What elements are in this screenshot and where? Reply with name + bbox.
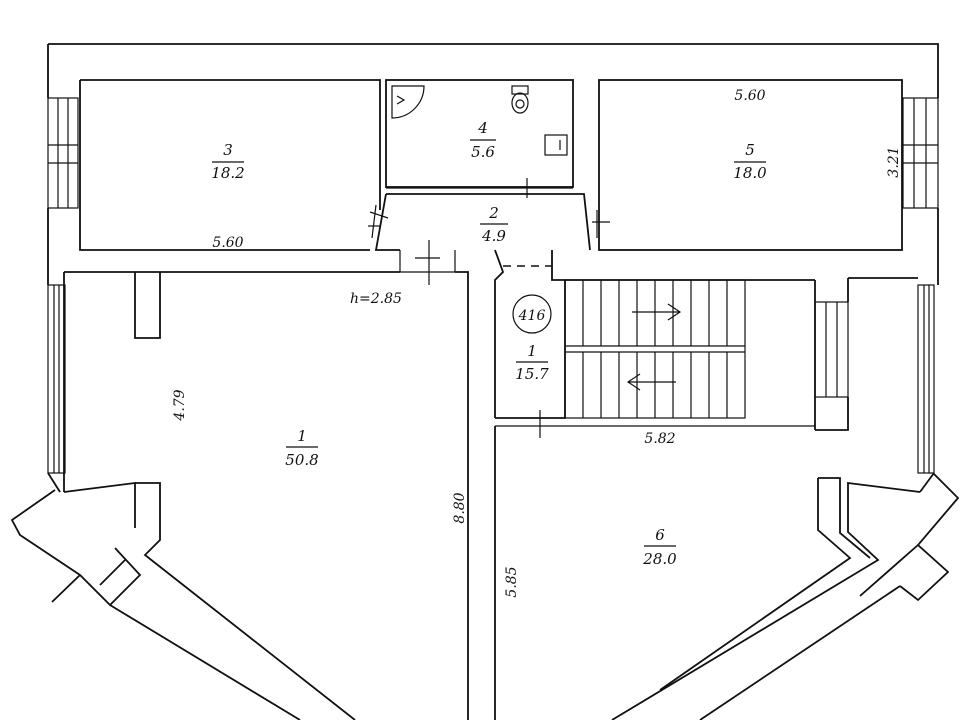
hall-area: 50.8 xyxy=(285,451,318,469)
window-left-upper xyxy=(47,97,79,209)
dim-room5-depth: 3.21 xyxy=(886,146,902,177)
room-5-number: 5 xyxy=(745,141,755,159)
room-6-area: 28.0 xyxy=(642,550,677,568)
room-5-area: 18.0 xyxy=(733,164,767,182)
window-right-lower xyxy=(917,284,935,474)
outer-walls xyxy=(47,43,939,493)
label-room-2: 2 4.9 xyxy=(480,204,508,245)
room-1-hall xyxy=(10,271,469,720)
label-hall: 1 50.8 xyxy=(285,427,318,469)
room-6 xyxy=(494,426,960,720)
room-2 xyxy=(369,193,610,285)
sink-icon xyxy=(544,134,568,156)
dim-hall-depth: 4.79 xyxy=(172,389,188,421)
dim-room6-depth: 5.85 xyxy=(504,566,520,597)
stair-arrow-icon xyxy=(626,303,682,391)
stairhall-number: 1 xyxy=(527,342,537,360)
window-stair xyxy=(814,301,849,398)
window-left-lower xyxy=(47,284,66,474)
room-3-number: 3 xyxy=(223,141,233,159)
label-stairhall: 1 15.7 xyxy=(515,342,549,383)
label-room-4: 4 5.6 xyxy=(470,119,496,161)
dim-room3-width: 5.60 xyxy=(212,235,243,251)
dim-ceiling-height: h=2.85 xyxy=(350,291,402,307)
staircase xyxy=(564,277,918,431)
dim-room6-width: 5.82 xyxy=(644,431,675,447)
hall-number: 1 xyxy=(297,427,307,445)
dim-room5-width: 5.60 xyxy=(734,88,765,104)
room-2-area: 4.9 xyxy=(481,227,506,245)
door-swing-icon xyxy=(391,85,425,119)
floor-marker xyxy=(512,294,552,334)
room-3-area: 18.2 xyxy=(211,164,244,182)
room-2-number: 2 xyxy=(488,204,499,222)
room-4-number: 4 xyxy=(477,119,488,137)
label-room-3: 3 18.2 xyxy=(211,141,244,182)
label-room-5: 5 18.0 xyxy=(733,141,767,182)
window-right-upper xyxy=(902,97,939,209)
room-6-number: 6 xyxy=(655,526,665,544)
room-4 xyxy=(385,79,574,198)
toilet-icon xyxy=(511,85,529,114)
room-4-area: 5.6 xyxy=(471,143,495,161)
floor-marker-label: 416 xyxy=(518,308,546,324)
room-5 xyxy=(598,79,903,251)
dim-hall-length: 8.80 xyxy=(452,492,468,523)
stairhall-area: 15.7 xyxy=(515,365,549,383)
label-room-6: 6 28.0 xyxy=(642,526,677,568)
